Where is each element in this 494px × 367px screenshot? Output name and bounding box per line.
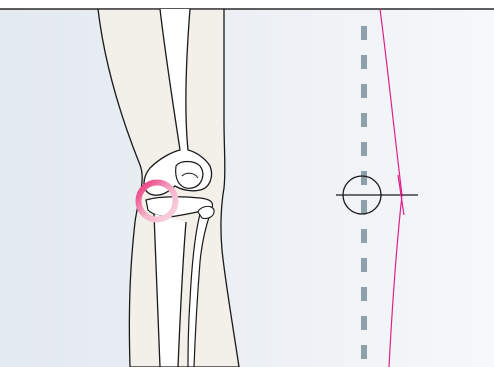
patella: [176, 162, 203, 189]
background-panel: [0, 9, 494, 367]
